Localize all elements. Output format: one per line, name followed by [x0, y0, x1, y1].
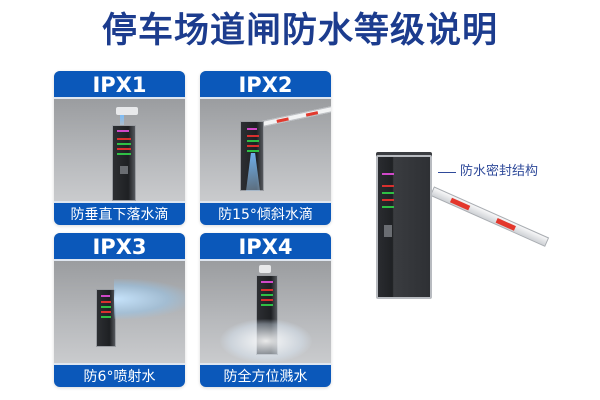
barrier-arm — [261, 106, 331, 127]
card-description: 防15°倾斜水滴 — [200, 201, 331, 225]
card-level: IPX3 — [54, 233, 185, 261]
barrier-post — [96, 289, 116, 347]
card-ipx3: IPX3 防6°喷射水 — [54, 233, 185, 387]
camera-icon — [116, 107, 138, 115]
card-level: IPX4 — [200, 233, 331, 261]
card-level: IPX1 — [54, 71, 185, 99]
card-description: 防全方位溅水 — [200, 363, 331, 387]
page-title: 停车场道闸防水等级说明 — [101, 11, 498, 51]
card-ipx2: IPX2 防15°倾斜水滴 — [200, 71, 331, 225]
callout-line — [438, 172, 456, 173]
camera-icon — [259, 265, 271, 273]
barrier-post — [112, 125, 136, 201]
waterproof-seal-callout: 防水密封结构 — [460, 164, 539, 179]
barrier-arm — [429, 186, 550, 247]
water-splash-icon — [220, 319, 312, 363]
barrier-splash-illustration — [200, 263, 331, 363]
barrier-cabinet — [376, 155, 432, 299]
barrier-camera-illustration — [54, 101, 185, 201]
water-drop-icon — [120, 115, 124, 125]
card-level: IPX2 — [200, 71, 331, 99]
barrier-spray-illustration — [54, 263, 185, 363]
card-description: 防垂直下落水滴 — [54, 201, 185, 225]
card-ipx4: IPX4 防全方位溅水 — [200, 233, 331, 387]
water-spray-icon — [114, 279, 185, 319]
barrier-gate-illustration — [200, 101, 331, 201]
card-ipx1: IPX1 防垂直下落水滴 — [54, 71, 185, 225]
card-description: 防6°喷射水 — [54, 363, 185, 387]
